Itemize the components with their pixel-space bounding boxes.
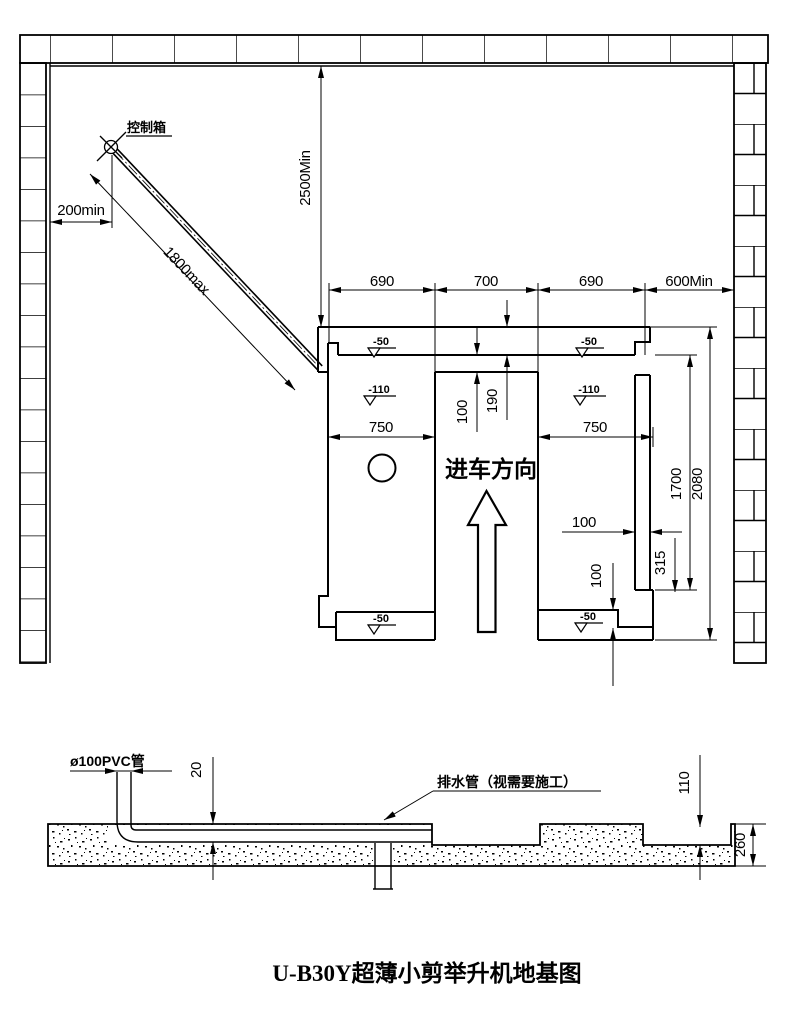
level-mark-pit-left: -110	[362, 384, 396, 407]
conduit	[112, 148, 323, 371]
dim-315: 315	[652, 538, 678, 592]
level-label: -50	[373, 336, 389, 348]
dim-750-right-label: 750	[583, 419, 607, 436]
dim-750-left-label: 750	[369, 419, 393, 436]
wall-left	[19, 62, 51, 664]
dim-110-label: 110	[676, 771, 693, 794]
level-label: -110	[578, 384, 599, 396]
drawing-title: U-B30Y超薄小剪举升机地基图	[272, 960, 581, 986]
dim-260	[735, 823, 766, 867]
dim-200min-label: 200min	[57, 202, 104, 219]
level-triangle-icon	[366, 624, 382, 636]
dim-right-100-label: 100	[572, 514, 596, 531]
pvc-pipe-label: ø100PVC管	[70, 753, 145, 769]
dim-260-label: 260	[732, 833, 749, 857]
level-mark-channel-right: -50	[574, 336, 604, 359]
level-mark-channel-left: -50	[366, 336, 396, 359]
level-triangle-icon	[573, 622, 589, 634]
dim-2500min-label: 2500Min	[297, 150, 314, 205]
dim-315-label: 315	[652, 551, 669, 575]
dim-2500min: 2500Min	[297, 66, 324, 327]
entry-arrow-icon	[466, 488, 508, 634]
wall-top	[19, 34, 769, 67]
dim-750-left: 750	[328, 419, 435, 440]
dim-1700	[655, 354, 697, 591]
dim-shelf-100-label: 100	[588, 564, 605, 588]
level-triangle-icon	[572, 395, 588, 407]
section-view: ø100PVC管 20 排水管（视需要施工） 110 260	[47, 753, 766, 890]
dim-1800max: 1800max	[89, 173, 296, 391]
dim-chain-top	[328, 283, 734, 372]
level-label: -50	[373, 613, 389, 625]
level-triangle-icon	[362, 395, 378, 407]
dim-2080-label: 2080	[689, 468, 706, 500]
level-triangle-icon	[574, 347, 590, 359]
control-box-label: 控制箱	[127, 120, 166, 135]
level-triangle-icon	[366, 347, 382, 359]
level-label: -110	[368, 384, 389, 396]
level-mark-bottom-left: -50	[366, 613, 396, 636]
drain-pipe	[373, 843, 393, 890]
level-label: -50	[581, 336, 597, 348]
dim-750-right: 750	[538, 419, 654, 447]
pit-outline	[317, 326, 654, 641]
dim-20-label: 20	[188, 762, 205, 778]
dim-690-left-label: 690	[370, 273, 394, 290]
dim-lane-190-label: 190	[484, 389, 501, 413]
dim-600min-label: 600Min	[665, 273, 712, 290]
pvc-pipe	[116, 772, 432, 843]
entry-direction-label: 进车方向	[445, 456, 537, 482]
anchor-circle	[367, 453, 397, 483]
drain-pipe-label: 排水管（视需要施工）	[437, 774, 577, 790]
level-mark-bottom-right: -50	[573, 611, 603, 634]
dim-2080	[650, 326, 717, 641]
dim-690-right-label: 690	[579, 273, 603, 290]
level-mark-pit-right: -110	[572, 384, 606, 407]
dim-lane-100-label: 100	[454, 400, 471, 424]
wall-right	[733, 62, 767, 664]
dim-200min: 200min	[50, 155, 113, 228]
dim-1700-label: 1700	[668, 468, 685, 500]
level-label: -50	[580, 611, 596, 623]
dim-700-label: 700	[474, 273, 498, 290]
